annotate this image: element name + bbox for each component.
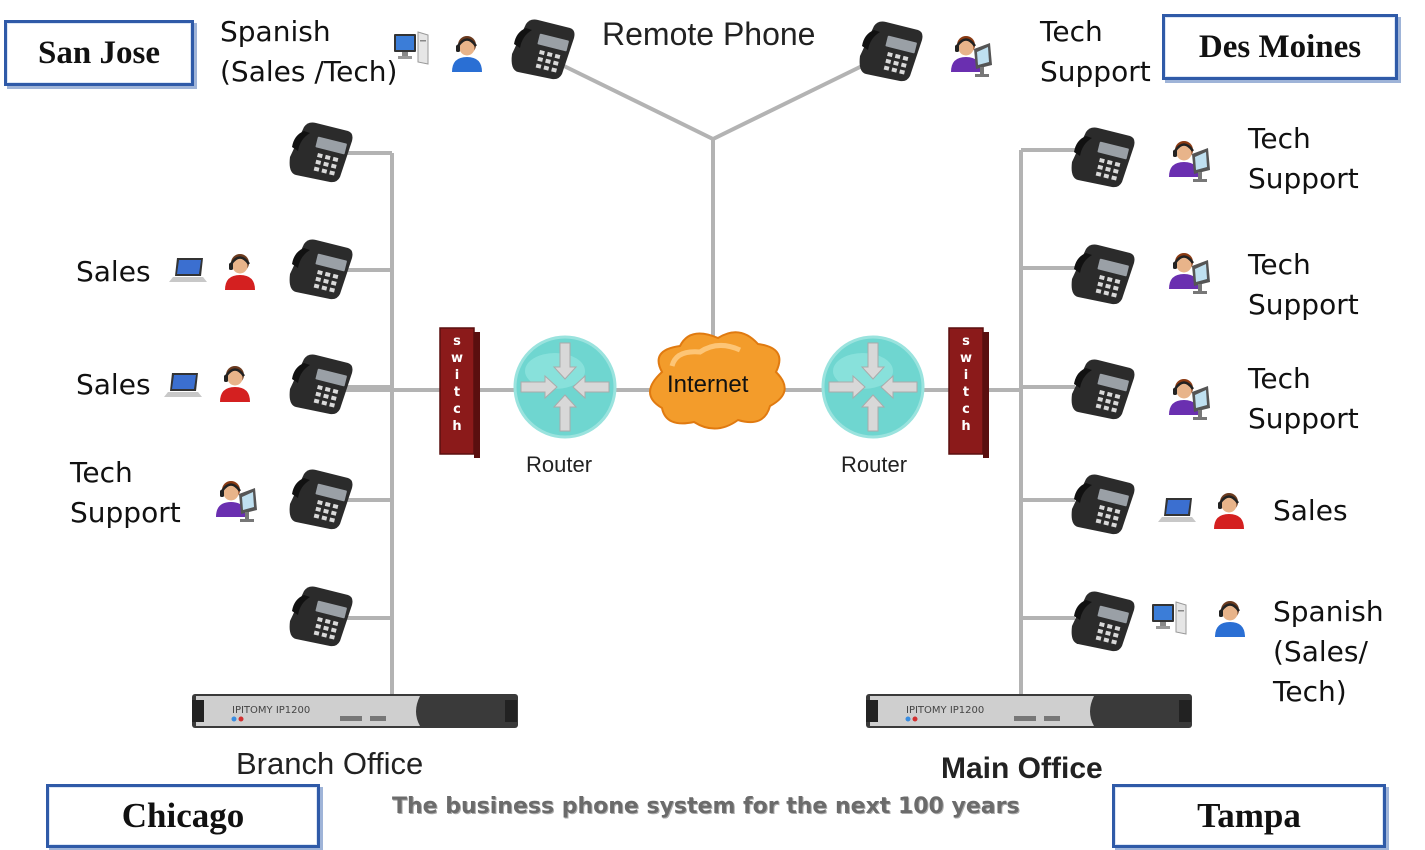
remote-right-label-line2: Support	[1040, 55, 1151, 88]
desktop-icon	[393, 31, 429, 65]
remote-phone-title: Remote Phone	[602, 16, 816, 52]
remote-left-label-line2: (Sales /Tech)	[220, 55, 398, 88]
tagline: The business phone system for the next 1…	[392, 794, 1020, 819]
main-phone-2	[1071, 244, 1135, 305]
branch-router-icon	[513, 335, 617, 439]
city-des-moines: Des Moines	[1162, 14, 1398, 80]
branch-office-label: Branch Office	[236, 746, 424, 781]
agent-icon	[1212, 491, 1246, 531]
appliance-brand: IPITOMY IP1200	[232, 705, 310, 716]
agent-icon	[223, 252, 257, 292]
main-user-label: Tech)	[1273, 675, 1347, 708]
main-user-label: Support	[1248, 162, 1359, 195]
main-phone-3	[1071, 359, 1135, 420]
city-tampa: Tampa	[1112, 784, 1386, 848]
laptop-icon	[164, 373, 202, 397]
city-san-jose: San Jose	[4, 20, 194, 86]
main-user-label: Spanish	[1273, 595, 1384, 628]
branch-phone-1	[289, 122, 353, 183]
main-user-label: Sales	[1273, 494, 1348, 527]
remote-phone-right	[859, 21, 923, 82]
remote-left-label-line1: Spanish	[220, 15, 331, 48]
branch-phone-5	[289, 586, 353, 647]
city-chicago: Chicago	[46, 784, 320, 848]
branch-appliance: IPITOMY IP1200	[192, 694, 518, 728]
laptop-icon	[169, 258, 207, 282]
agent-icon	[218, 364, 252, 404]
appliance-brand: IPITOMY IP1200	[906, 705, 984, 716]
tech-agent-icon	[1167, 139, 1212, 184]
tech-agent-icon	[1167, 377, 1212, 422]
main-phone-1	[1071, 127, 1135, 188]
main-router-icon	[821, 335, 925, 439]
remote-right-label-line1: Tech	[1040, 15, 1103, 48]
main-phone-4	[1071, 474, 1135, 535]
agent-icon	[450, 34, 484, 74]
branch-user-label: Sales	[76, 255, 151, 288]
agent-icon	[1213, 599, 1247, 639]
main-office-label: Main Office	[941, 752, 1103, 785]
main-phone-5	[1071, 591, 1135, 652]
branch-user-label: Sales	[76, 368, 151, 401]
branch-user-label: Tech	[70, 456, 133, 489]
tech-agent-icon	[949, 34, 994, 79]
remote-phone-left	[511, 19, 575, 80]
branch-phone-2	[289, 239, 353, 300]
main-appliance: IPITOMY IP1200	[866, 694, 1192, 728]
tech-agent-icon	[1167, 251, 1212, 296]
laptop-icon	[1158, 498, 1196, 522]
branch-phone-3	[289, 354, 353, 415]
main-user-label: Tech	[1248, 362, 1311, 395]
branch-router-label: Router	[526, 452, 593, 477]
branch-user-label: Support	[70, 496, 181, 529]
main-user-label: Tech	[1248, 122, 1311, 155]
internet-cloud	[649, 331, 786, 430]
main-router-label: Router	[841, 452, 908, 477]
main-user-label: Support	[1248, 288, 1359, 321]
main-user-label: Support	[1248, 402, 1359, 435]
desktop-icon	[1151, 601, 1187, 635]
main-user-label: Tech	[1248, 248, 1311, 281]
branch-phone-4	[289, 469, 353, 530]
tech-agent-icon	[214, 479, 259, 524]
connection-lines	[345, 64, 1075, 698]
main-user-label: (Sales/	[1273, 635, 1368, 668]
internet-label: Internet	[667, 371, 749, 398]
